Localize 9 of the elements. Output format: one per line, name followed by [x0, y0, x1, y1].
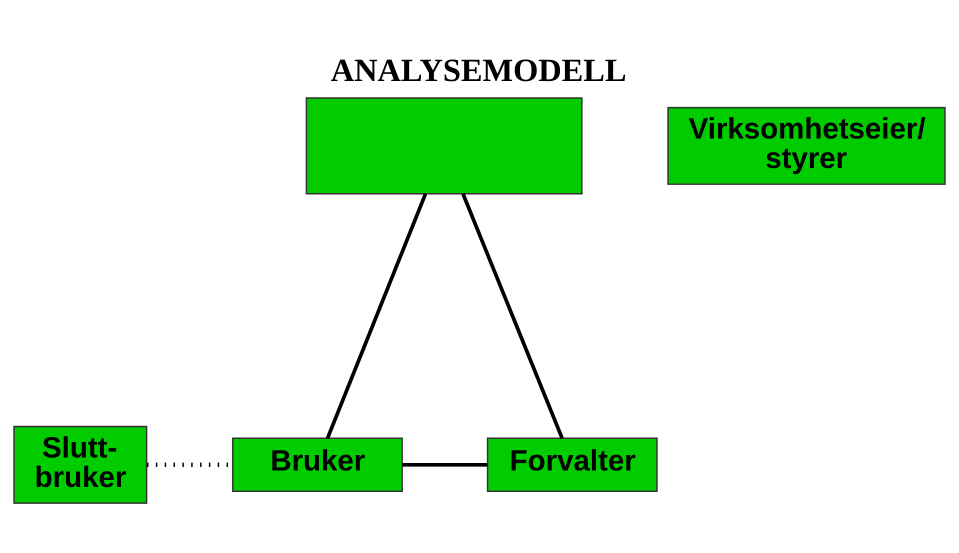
connector: [402, 462, 488, 466]
node-box: [306, 96, 583, 194]
node-box: Bruker: [232, 437, 403, 492]
node-box: Forvalter: [486, 437, 658, 492]
connector: [326, 192, 428, 438]
connector: [461, 192, 564, 438]
node-box: Slutt- bruker: [13, 425, 148, 504]
node-box: Virksomhetseier/ styrer: [667, 106, 946, 184]
diagram-title: ANALYSEMODELL: [330, 52, 627, 89]
